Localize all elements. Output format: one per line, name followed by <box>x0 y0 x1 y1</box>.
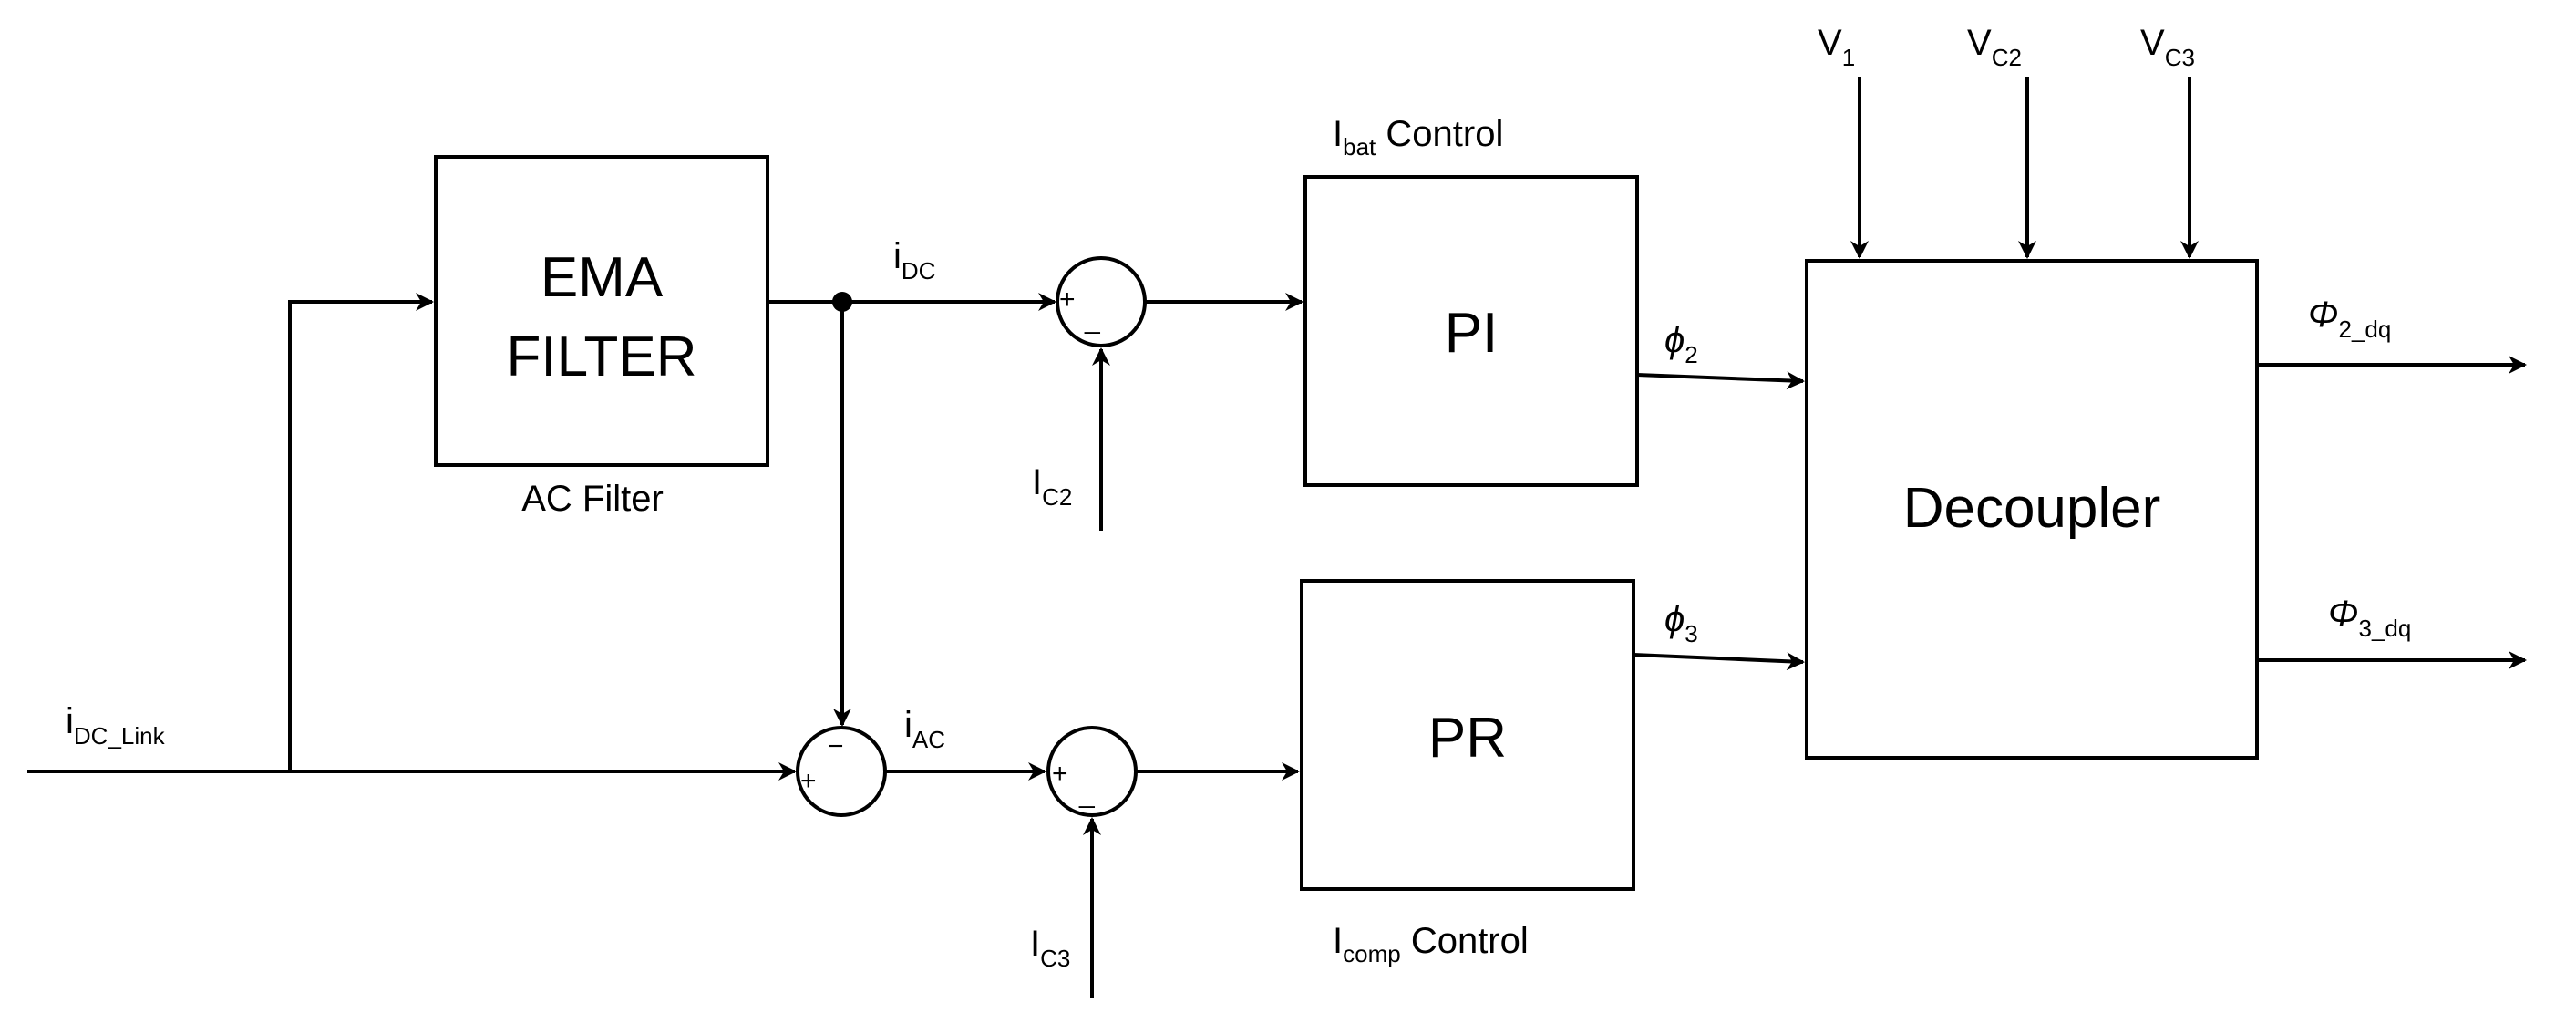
pr-label: PR <box>1428 707 1507 770</box>
phi2-label: ϕ2 <box>1664 320 1698 368</box>
sum-ac-minus-sign: − <box>828 731 844 761</box>
vc3-label: VC3 <box>2140 23 2195 71</box>
i-dc-link-label: iDC_Link <box>66 701 166 750</box>
i-c2-label: IC2 <box>1032 462 1072 511</box>
decoupler-block <box>1805 259 2259 760</box>
sum-dc-minus-sign: _ <box>1084 305 1101 335</box>
sum-comp-minus-sign: _ <box>1078 779 1096 809</box>
sum-comp-plus-sign: + <box>1052 759 1068 789</box>
i-ac-label: iAC <box>904 705 945 753</box>
pi-controller-block <box>1303 175 1639 487</box>
phi2-line <box>1636 371 1805 390</box>
pr-caption: Icomp Control <box>1333 921 1529 967</box>
ema-filter-block <box>434 155 769 467</box>
ema-label-line2: FILTER <box>507 326 697 388</box>
phi2dq-label: Φ2_dq <box>2308 295 2391 343</box>
ema-caption: AC Filter <box>521 479 664 519</box>
vc2-label: VC2 <box>1967 23 2022 71</box>
phi3-label: ϕ3 <box>1664 599 1698 647</box>
v1-label: V1 <box>1818 23 1855 71</box>
i-c3-label: IC3 <box>1030 924 1070 972</box>
phi3-line <box>1633 652 1805 671</box>
phi3dq-label: Φ3_dq <box>2328 594 2411 642</box>
ema-label-line1: EMA <box>541 246 664 309</box>
pr-controller-block <box>1300 579 1635 891</box>
i-dc-label: iDC <box>893 236 935 284</box>
sum-ac-plus-sign: + <box>800 766 817 796</box>
pi-caption: Ibat Control <box>1333 114 1503 160</box>
sum-dc-plus-sign: + <box>1059 284 1076 315</box>
decoupler-label: Decoupler <box>1903 477 2161 540</box>
pi-label: PI <box>1445 302 1499 365</box>
dc-link-to-ema-line <box>288 293 434 771</box>
